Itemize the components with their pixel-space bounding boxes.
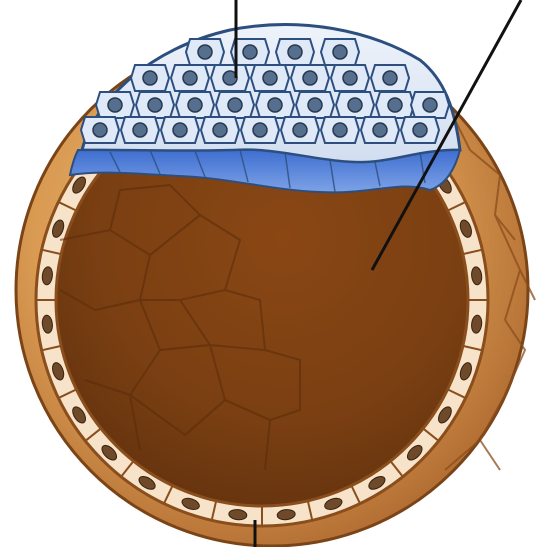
inner-cell-nucleus — [303, 71, 317, 85]
inner-cell-nucleus — [388, 98, 402, 112]
inner-cell-nucleus — [183, 71, 197, 85]
inner-cell-nucleus — [198, 45, 212, 59]
inner-cell-nucleus — [148, 98, 162, 112]
inner-cell-nucleus — [348, 98, 362, 112]
inner-cell-nucleus — [263, 71, 277, 85]
inner-cell-nucleus — [383, 71, 397, 85]
inner-cell-nucleus — [133, 123, 147, 137]
inner-cell-nucleus — [268, 98, 282, 112]
inner-cell-nucleus — [373, 123, 387, 137]
inner-cell-nucleus — [173, 123, 187, 137]
inner-cell-nucleus — [423, 98, 437, 112]
inner-cell-nucleus — [143, 71, 157, 85]
inner-cell-nucleus — [108, 98, 122, 112]
inner-cell-nucleus — [253, 123, 267, 137]
inner-cell-nucleus — [213, 123, 227, 137]
inner-cell-nucleus — [333, 123, 347, 137]
inner-cell-nucleus — [188, 98, 202, 112]
inner-cell-nucleus — [228, 98, 242, 112]
inner-cell-nucleus — [288, 45, 302, 59]
inner-cell-nucleus — [243, 45, 257, 59]
inner-cell-nucleus — [333, 45, 347, 59]
inner-cell-nucleus — [93, 123, 107, 137]
inner-cell-nucleus — [293, 123, 307, 137]
inner-cell-mass — [70, 25, 460, 193]
inner-cell-nucleus — [308, 98, 322, 112]
inner-cell-nucleus — [343, 71, 357, 85]
inner-cell-nucleus — [413, 123, 427, 137]
